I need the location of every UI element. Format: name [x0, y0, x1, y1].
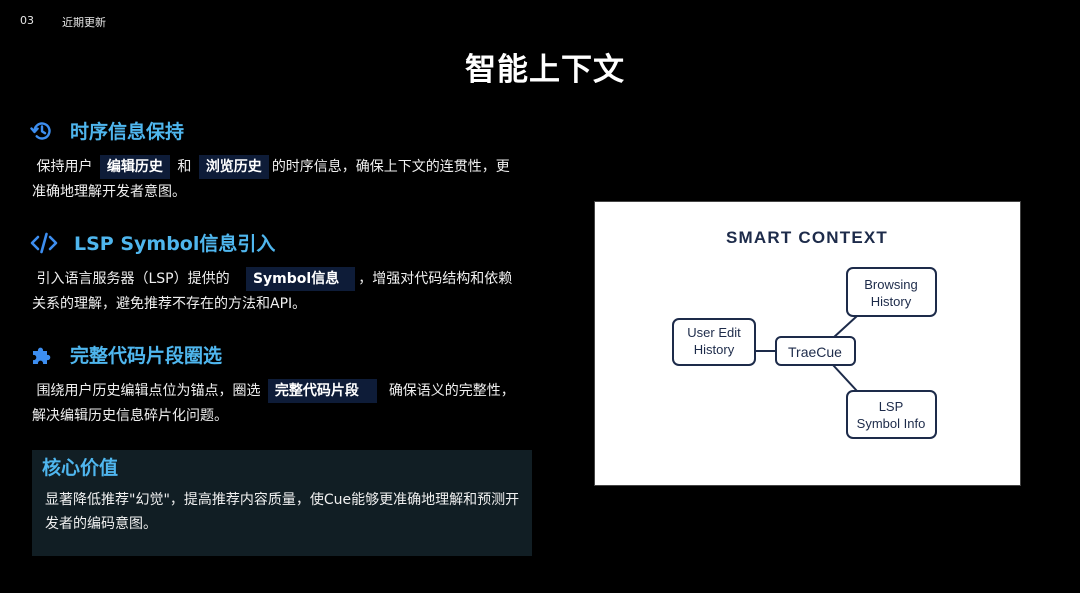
- node-label: Browsing: [864, 277, 917, 292]
- node-lsp-symbol-info: LSP Symbol Info: [846, 390, 937, 439]
- text-segment: 保持用户: [36, 159, 93, 175]
- code-icon: [30, 232, 58, 254]
- node-label: User Edit: [687, 325, 741, 340]
- node-user-edit-history: User Edit History: [672, 318, 756, 366]
- slide-header: 03 近期更新: [20, 14, 106, 30]
- section-title: LSP Symbol信息引入: [74, 233, 276, 255]
- highlight-pill: 完整代码片段: [267, 379, 377, 403]
- section-label: 近期更新: [62, 16, 106, 29]
- puzzle-icon: [30, 343, 54, 367]
- section-heading-timeline: 时序信息保持: [30, 117, 184, 144]
- text-segment: ，增强对代码结构和依赖关系的理解，避免推荐不存在的方法和API。: [32, 271, 513, 312]
- highlight-pill: Symbol信息: [245, 267, 356, 291]
- connector-bottom: [832, 364, 858, 392]
- node-label: History: [694, 342, 735, 357]
- node-label: History: [871, 294, 912, 309]
- core-value-title: 核心价值: [42, 457, 119, 479]
- text-segment: 围绕用户历史编辑点位为锚点，圈选: [36, 383, 261, 399]
- section-heading-lsp: LSP Symbol信息引入: [30, 229, 275, 256]
- core-value-card: 核心价值 显著降低推荐"幻觉"，提高推荐内容质量，使Cue能够更准确地理解和预测…: [32, 450, 532, 556]
- node-browsing-history: Browsing History: [846, 267, 937, 317]
- page-title: 智能上下文: [465, 52, 625, 88]
- node-label: LSP: [879, 399, 904, 414]
- node-label: Symbol Info: [857, 416, 926, 431]
- node-traecue: TraeCue: [775, 336, 856, 366]
- highlight-pill: 浏览历史: [198, 155, 269, 179]
- section-heading-snippet: 完整代码片段圈选: [30, 341, 222, 368]
- text-segment: 引入语言服务器（LSP）提供的: [36, 271, 230, 287]
- text-segment: 和: [177, 159, 192, 175]
- highlight-pill: 编辑历史: [99, 155, 170, 179]
- smart-context-diagram: SMART CONTEXT User Edit History TraeCue …: [594, 201, 1021, 486]
- core-value-text: 显著降低推荐"幻觉"，提高推荐内容质量，使Cue能够更准确地理解和预测开发者的编…: [45, 492, 520, 532]
- text-segment: 的时序信息，确保上下文的连贯性，更准确地理解开发者意图。: [32, 159, 510, 200]
- page-number: 03: [20, 14, 34, 27]
- section-text-timeline: 保持用户 编辑历史 和 浏览历史的时序信息，确保上下文的连贯性，更准确地理解开发…: [32, 155, 522, 205]
- connector-top: [832, 315, 858, 339]
- section-title: 完整代码片段圈选: [70, 345, 223, 367]
- diagram-title: SMART CONTEXT: [726, 228, 888, 247]
- section-text-snippet: 围绕用户历史编辑点位为锚点，圈选 完整代码片段 确保语义的完整性，解决编辑历史信…: [32, 379, 522, 429]
- section-title: 时序信息保持: [70, 121, 185, 143]
- text-segment: 确保语义的完整性，解决编辑历史信息碎片化问题。: [32, 383, 515, 424]
- section-text-lsp: 引入语言服务器（LSP）提供的 Symbol信息，增强对代码结构和依赖关系的理解…: [32, 267, 522, 317]
- node-label: TraeCue: [788, 344, 842, 360]
- history-icon: [30, 119, 54, 143]
